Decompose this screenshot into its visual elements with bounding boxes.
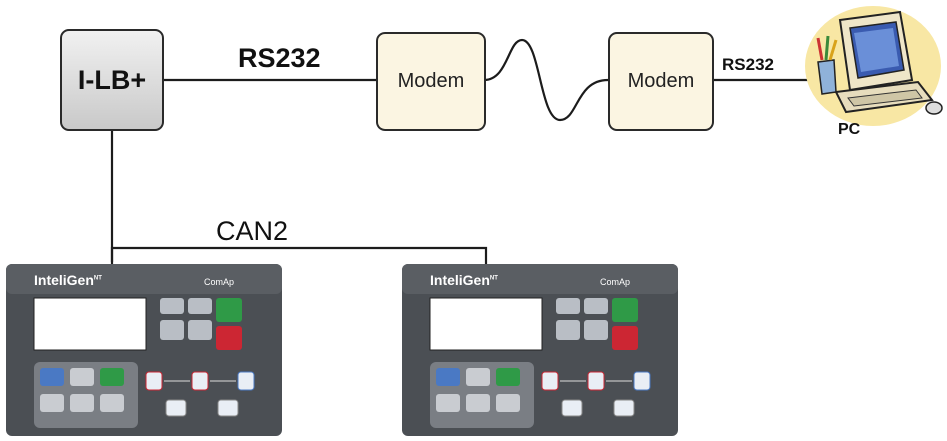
- pc-computer-icon: [805, 6, 943, 126]
- can2-bus-line: [110, 246, 488, 266]
- controller-panel-2: InteliGenNT ComAp: [402, 264, 678, 436]
- controller-2-brand-text: InteliGen: [430, 272, 490, 288]
- controller-1-brand-text: InteliGen: [34, 272, 94, 288]
- controller-2-brand-sup: NT: [489, 275, 498, 282]
- ilb-label: I-LB+: [77, 64, 147, 95]
- modem-right: Modem: [608, 32, 714, 131]
- modem-left: Modem: [376, 32, 486, 131]
- controller-1-brand-sup: NT: [93, 275, 102, 282]
- ilb-device: I-LB+: [60, 29, 164, 131]
- controller-2-maker: ComAp: [600, 277, 631, 287]
- controller-1-brand: InteliGenNT: [34, 272, 102, 288]
- phone-line: [483, 38, 609, 122]
- can2-label: CAN2: [216, 216, 289, 246]
- rs232-label: RS232: [238, 43, 321, 73]
- modem-left-label: Modem: [397, 70, 465, 92]
- rs232-pc-label: RS232: [722, 55, 774, 74]
- controller-panel-1: InteliGenNT ComAp: [6, 264, 282, 436]
- controller-panel-1-graphic: [6, 264, 282, 436]
- modem-right-label: Modem: [627, 70, 695, 92]
- pc-label: PC: [838, 121, 861, 138]
- controller-2-brand: InteliGenNT: [430, 272, 498, 288]
- controller-1-maker: ComAp: [204, 277, 235, 287]
- controller-panel-2-graphic: [402, 264, 678, 436]
